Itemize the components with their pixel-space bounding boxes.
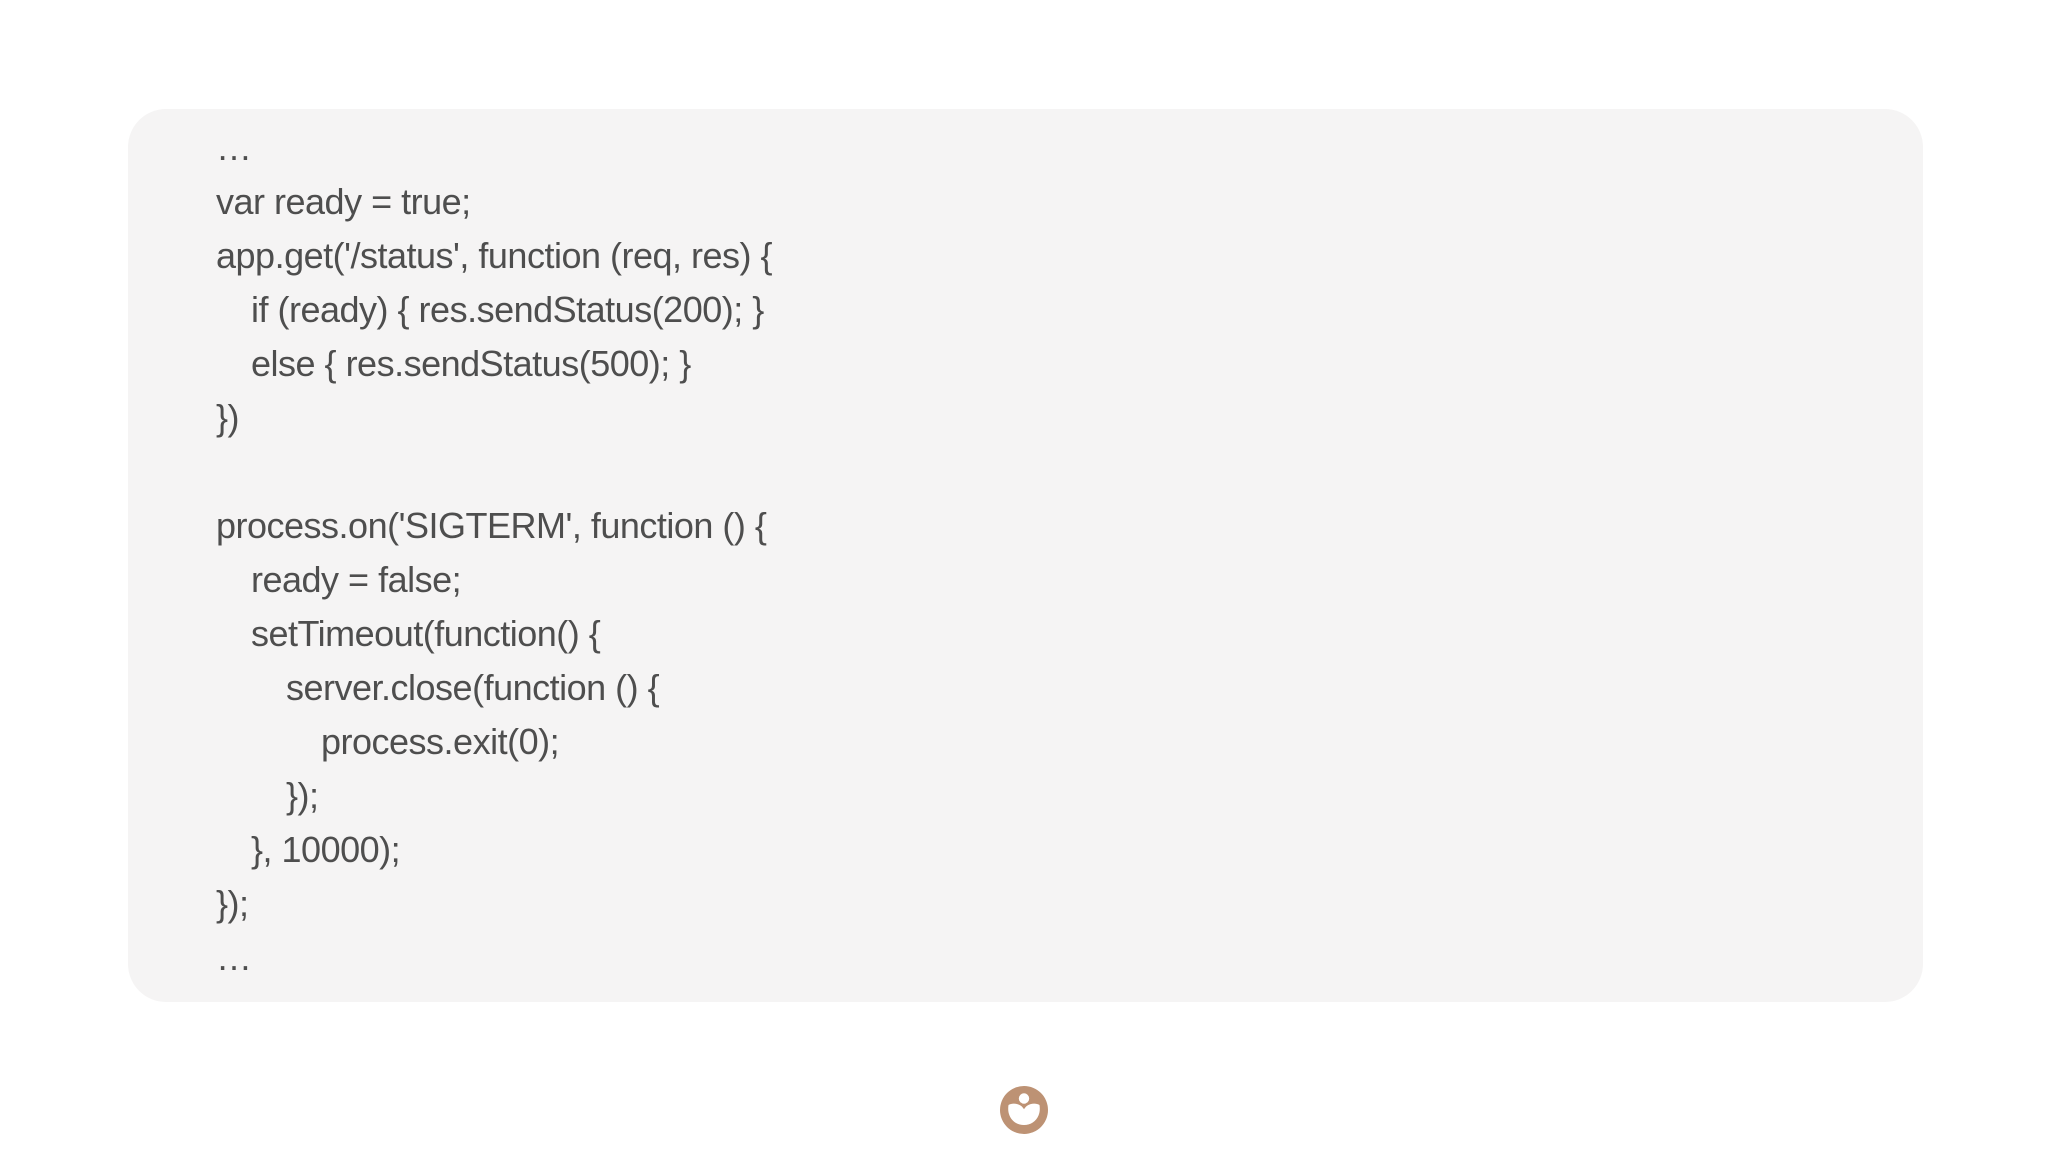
code-line: }, 10000);	[251, 829, 401, 870]
code-card: … var ready = true; app.get('/status', fun…	[128, 109, 1923, 1002]
logo-head-cutout	[1018, 1093, 1030, 1104]
code-line: process.exit(0);	[321, 721, 560, 762]
code-line: …	[216, 127, 252, 168]
code-line: …	[216, 937, 252, 978]
code-line: else { res.sendStatus(500); }	[251, 343, 691, 384]
code-line: ready = false;	[251, 559, 462, 600]
code-block: … var ready = true; app.get('/status', fun…	[216, 121, 1863, 985]
code-line: });	[286, 775, 319, 816]
code-line: });	[216, 883, 249, 924]
code-line: server.close(function () {	[286, 667, 660, 708]
code-line: var ready = true;	[216, 181, 471, 222]
lotus-person-in-circle-icon	[1000, 1086, 1048, 1134]
code-line: process.on('SIGTERM', function () {	[216, 505, 767, 546]
code-line: app.get('/status', function (req, res) {	[216, 235, 773, 276]
logo-petals-cutout	[1008, 1103, 1040, 1125]
code-line: setTimeout(function() {	[251, 613, 601, 654]
code-line	[216, 445, 1863, 499]
code-line: })	[216, 397, 240, 438]
code-line: if (ready) { res.sendStatus(200); }	[251, 289, 764, 330]
